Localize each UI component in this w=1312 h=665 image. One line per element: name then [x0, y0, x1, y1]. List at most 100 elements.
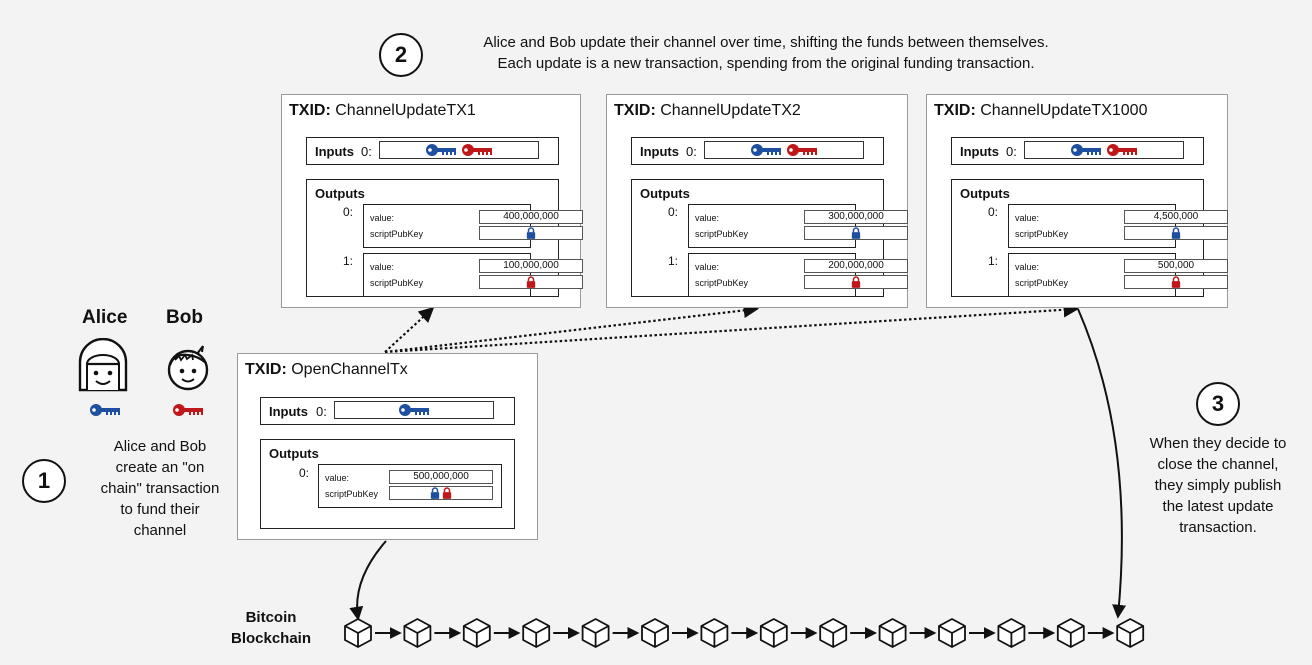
- input-index: 0:: [361, 144, 372, 159]
- block-icon: [1116, 618, 1145, 648]
- bob-key-icon: [172, 403, 204, 417]
- output-1: value: 100,000,000 scriptPubKey: [363, 253, 583, 297]
- step-3-caption-line: they simply publish: [1154, 477, 1282, 494]
- txid-value: ChannelUpdateTX1: [335, 102, 476, 119]
- inputs-box: Inputs 0:: [951, 137, 1204, 165]
- output-0-value: 500,000,000: [389, 470, 493, 484]
- step-3-caption-line: the latest update: [1162, 498, 1274, 515]
- outputs-box: Outputs 0: value: 300,000,000 scriptPubK…: [631, 179, 908, 297]
- value-label: value:: [370, 213, 395, 223]
- txid-label: TXID:: [614, 102, 656, 119]
- output-1-value: 200,000,000: [804, 259, 908, 273]
- outputs-label: Outputs: [640, 186, 690, 201]
- block-icon: [997, 618, 1026, 648]
- output-0-script: [1124, 226, 1228, 240]
- step-2-caption-line: Alice and Bob update their channel over …: [483, 34, 1049, 51]
- output-1-value: 500,000: [1124, 259, 1228, 273]
- output-0-script: [479, 226, 583, 240]
- inputs-label: Inputs: [640, 144, 679, 159]
- block-icon: [403, 618, 432, 648]
- outputs-label: Outputs: [315, 186, 365, 201]
- scriptpubkey-label: scriptPubKey: [1015, 229, 1069, 239]
- block-icon: [759, 618, 788, 648]
- step-3-badge: 3: [1196, 382, 1240, 426]
- block-icon: [700, 618, 729, 648]
- output-1-script: [479, 275, 583, 289]
- step-3-caption-line: transaction.: [1179, 519, 1257, 536]
- input-keys-field: [1024, 141, 1184, 159]
- scriptpubkey-label: scriptPubKey: [695, 278, 749, 288]
- input-keys-field: [379, 141, 539, 159]
- output-1: value: 200,000,000 scriptPubKey: [688, 253, 908, 297]
- value-label: value:: [1015, 213, 1040, 223]
- output-index-0: 0:: [299, 466, 310, 480]
- bob-name: Bob: [166, 307, 203, 328]
- bob-key-icon: [786, 143, 818, 157]
- outputs-label: Outputs: [269, 446, 319, 461]
- block-icon: [878, 618, 907, 648]
- scriptpubkey-label: scriptPubKey: [370, 229, 424, 239]
- txid-label: TXID:: [245, 361, 287, 378]
- block-icon: [1056, 618, 1085, 648]
- blockchain-label-line: Blockchain: [230, 630, 312, 647]
- step-3-caption-line: When they decide to: [1149, 435, 1287, 452]
- txid-value: ChannelUpdateTX2: [660, 102, 801, 119]
- step-1-caption-line: Alice and Bob: [113, 438, 207, 455]
- outputs-box: Outputs 0: value: 400,000,000 scriptPubK…: [306, 179, 583, 297]
- update-tx-2: TXID: ChannelUpdateTX2 Inputs 0: Outputs…: [606, 94, 908, 308]
- blockchain-label: Bitcoin Blockchain: [226, 607, 316, 649]
- dotted-arrow-to-tx1: [384, 306, 435, 353]
- tx-title: TXID: OpenChannelTx: [245, 361, 408, 379]
- inputs-label: Inputs: [960, 144, 999, 159]
- step-1-caption-line: chain" transaction: [100, 480, 220, 497]
- alice-key-icon: [89, 403, 121, 417]
- output-index-0: 0:: [343, 205, 354, 219]
- inputs-label: Inputs: [315, 144, 354, 159]
- bob-lock-icon: [1171, 276, 1181, 288]
- dotted-arrow-to-tx1000: [384, 302, 1080, 354]
- block-icon: [819, 618, 848, 648]
- txid-label: TXID:: [934, 102, 976, 119]
- output-0: value: 500,000,000 scriptPubKey: [318, 464, 502, 508]
- alice-key-icon: [1070, 143, 1102, 157]
- output-index-0: 0:: [668, 205, 679, 219]
- bob-avatar: [167, 345, 209, 391]
- bob-key-icon: [1106, 143, 1138, 157]
- block-icon: [344, 618, 372, 648]
- dotted-arrow-to-tx2: [384, 302, 760, 354]
- bob-lock-icon: [526, 276, 536, 288]
- output-1-script: [804, 275, 908, 289]
- value-label: value:: [370, 262, 395, 272]
- alice-name: Alice: [82, 307, 128, 328]
- alice-key-icon: [398, 403, 430, 417]
- value-label: value:: [695, 262, 720, 272]
- step-1-badge: 1: [22, 459, 66, 503]
- publish-arrow-latest-to-chain: [1077, 308, 1127, 619]
- step-2-badge: 2: [379, 33, 423, 77]
- output-1-script: [1124, 275, 1228, 289]
- inputs-box: Inputs 0:: [631, 137, 884, 165]
- value-label: value:: [325, 473, 350, 483]
- outputs-label: Outputs: [960, 186, 1010, 201]
- update-tx-1: TXID: ChannelUpdateTX1 Inputs 0: Outputs…: [281, 94, 583, 308]
- tx-title: TXID: ChannelUpdateTX1000: [934, 102, 1147, 120]
- bob-key-icon: [461, 143, 493, 157]
- block-icon: [938, 618, 966, 648]
- step-2-caption-line: Each update is a new transaction, spendi…: [497, 55, 1035, 72]
- output-0: value: 300,000,000 scriptPubKey: [688, 204, 908, 248]
- output-0-value: 400,000,000: [479, 210, 583, 224]
- scriptpubkey-label: scriptPubKey: [370, 278, 424, 288]
- step-1-caption: Alice and Bob create an "on chain" trans…: [70, 436, 250, 541]
- output-0-value: 4,500,000: [1124, 210, 1228, 224]
- alice-lock-icon: [851, 227, 861, 239]
- block-icon: [581, 618, 610, 648]
- bob-lock-icon: [851, 276, 861, 288]
- scriptpubkey-label: scriptPubKey: [1015, 278, 1069, 288]
- alice-lock-icon: [430, 487, 440, 499]
- alice-lock-icon: [526, 227, 536, 239]
- open-channel-tx: TXID: OpenChannelTx Inputs 0: Outputs 0:…: [237, 353, 538, 540]
- block-icon: [522, 618, 551, 648]
- output-0-script: [804, 226, 908, 240]
- output-0: value: 400,000,000 scriptPubKey: [363, 204, 583, 248]
- inputs-box: Inputs 0:: [306, 137, 559, 165]
